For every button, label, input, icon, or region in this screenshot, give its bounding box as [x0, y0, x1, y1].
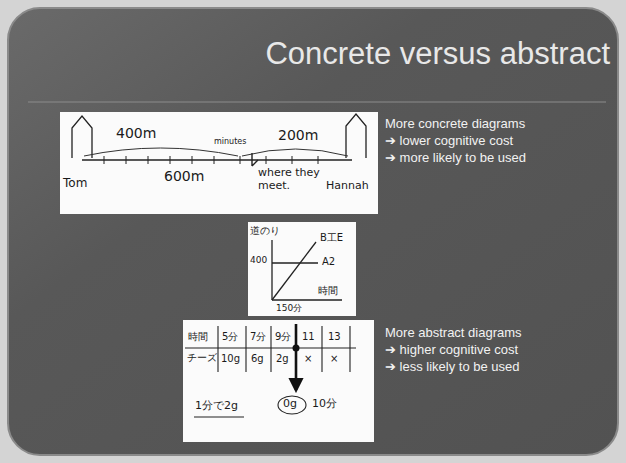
note-text: minutes [214, 137, 246, 146]
table-cell: 7分 [250, 331, 266, 343]
bullet-point: ➔ more likely to be used [385, 151, 526, 166]
axis-value: 400 [250, 255, 267, 265]
table-cell: 13 [328, 331, 341, 343]
table-cell: 10g [221, 353, 240, 365]
note-text: 10分 [312, 398, 337, 411]
graph-sketch [248, 222, 356, 316]
table-sketch [183, 320, 374, 442]
table-cell: 9分 [275, 331, 291, 343]
title-rule [28, 102, 606, 103]
bullet-point: ➔ lower cognitive cost [385, 134, 513, 149]
distance-label: 400m [116, 125, 156, 141]
line-label: B工E [320, 232, 343, 244]
table-cell: × [330, 353, 338, 365]
note-text: 1分で2g [195, 400, 238, 413]
slide-panel [8, 8, 618, 455]
axis-label: 時間 [318, 285, 338, 297]
note-text: where they meet. [258, 167, 320, 192]
bullet-point: ➔ less likely to be used [385, 360, 520, 375]
bullet-heading: More concrete diagrams [385, 117, 525, 132]
table-cell: 時間 [188, 331, 208, 343]
concrete-sketch [60, 112, 378, 214]
table-cell: × [304, 353, 312, 365]
table-cell: 5分 [222, 331, 238, 343]
line-label: A2 [322, 256, 335, 268]
table-cell: チーズ [187, 353, 217, 364]
distance-label: 600m [164, 168, 204, 184]
axis-label: 道のり [250, 225, 280, 237]
bullet-point: ➔ higher cognitive cost [385, 343, 518, 358]
table-cell: 6g [251, 353, 264, 365]
table-cell: 11 [302, 331, 315, 343]
note-text: 0g [283, 398, 297, 411]
person-label: Tom [63, 177, 87, 191]
person-label: Hannah [326, 180, 369, 193]
distance-label: 200m [278, 127, 318, 143]
table-cell: 2g [276, 353, 289, 365]
slide-title: Concrete versus abstract [265, 36, 610, 72]
bullet-heading: More abstract diagrams [385, 326, 522, 341]
axis-value: 150分 [276, 303, 302, 313]
